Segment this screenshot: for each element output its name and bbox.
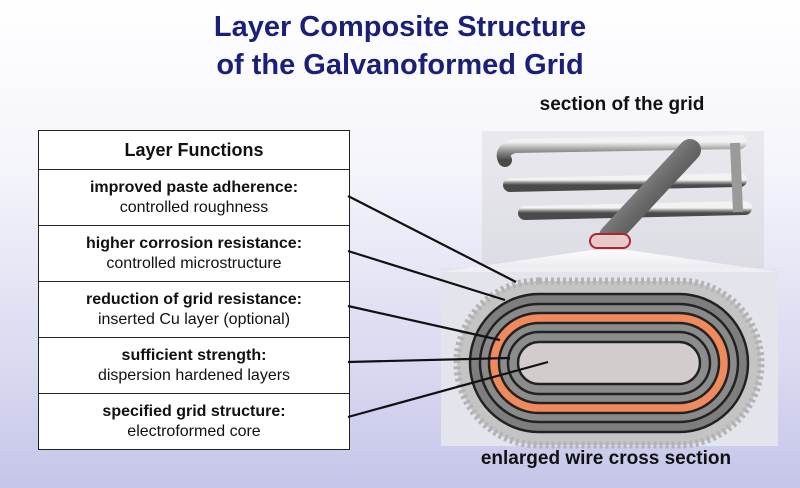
table-row: reduction of grid resistance: inserted C… xyxy=(39,281,349,337)
row-means: controlled roughness xyxy=(119,198,269,216)
leader-line-core xyxy=(347,360,549,419)
grid-wire-top xyxy=(496,135,747,167)
row-means: inserted Cu layer (optional) xyxy=(97,310,291,328)
grid-wire-side xyxy=(730,142,743,213)
grid-wires xyxy=(496,135,752,249)
wire-cut-face xyxy=(589,233,631,249)
row-function: improved paste adherence: xyxy=(89,178,299,196)
row-means: dispersion hardened layers xyxy=(97,366,291,384)
leader-line-strength xyxy=(347,356,511,364)
table-row: higher corrosion resistance: controlled … xyxy=(39,225,349,281)
wire-cross-section xyxy=(453,277,765,449)
row-function: higher corrosion resistance: xyxy=(85,234,303,252)
leader-line-microstructure xyxy=(347,249,506,302)
title-line-2: of the Galvanoformed Grid xyxy=(216,49,584,81)
electroformed-core xyxy=(516,340,702,386)
layer-functions-table: Layer Functions improved paste adherence… xyxy=(38,130,350,450)
row-function: specified grid structure: xyxy=(102,402,286,420)
row-function: sufficient strength: xyxy=(121,346,267,364)
cross-section-label: enlarged wire cross section xyxy=(480,448,732,469)
leader-line-cu-layer xyxy=(347,304,501,342)
grid-wire-diagonal xyxy=(599,139,701,247)
grid-wire-middle xyxy=(503,173,747,192)
row-function: reduction of grid resistance: xyxy=(85,290,303,308)
leader-line-roughness xyxy=(347,195,517,283)
table-row: sufficient strength: dispersion hardened… xyxy=(39,337,349,393)
page-title: Layer Composite Structure of the Galvano… xyxy=(0,8,800,84)
table-row: improved paste adherence: controlled rou… xyxy=(39,169,349,225)
grid-section-label: section of the grid xyxy=(539,94,705,115)
leader-lines xyxy=(347,195,549,419)
row-means: electroformed core xyxy=(127,422,261,440)
magnification-beam xyxy=(441,250,778,272)
table-header: Layer Functions xyxy=(124,139,264,160)
row-means: controlled microstructure xyxy=(106,254,282,272)
table-row: specified grid structure: electroformed … xyxy=(39,393,349,449)
title-line-1: Layer Composite Structure xyxy=(213,11,587,43)
